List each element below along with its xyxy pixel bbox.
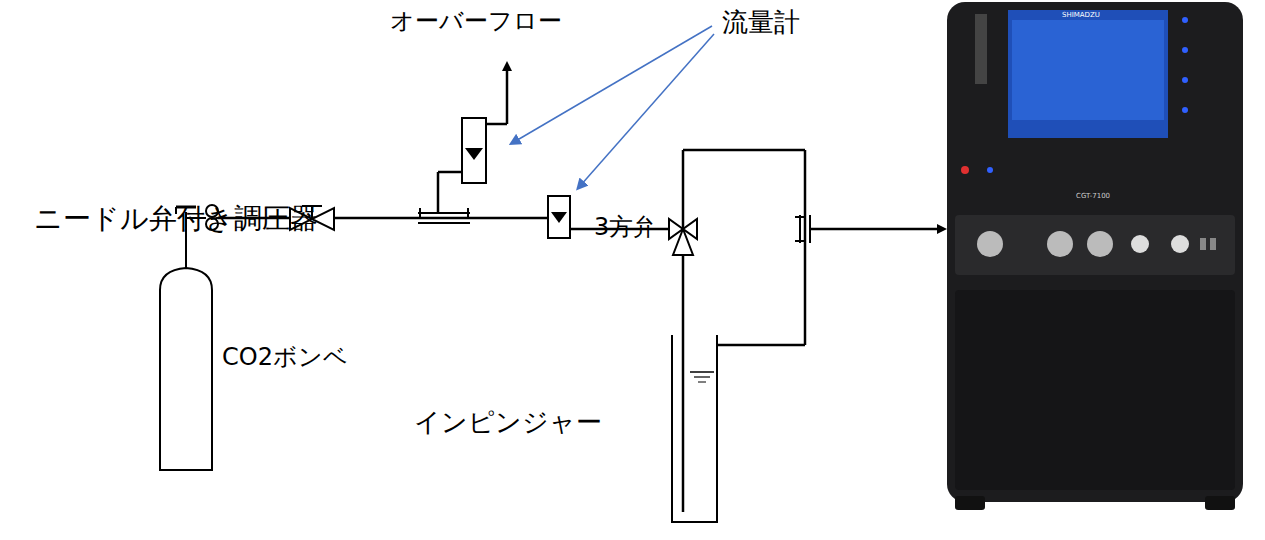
overflow-label: オーバーフロー	[390, 8, 562, 36]
valve-label: 3方弁	[594, 214, 657, 242]
flowmeter-label: 流量計	[722, 8, 800, 38]
brand-label: SHIMADZU	[1062, 11, 1100, 19]
regulator-label: ニードル弁付き調圧器	[34, 203, 318, 235]
model-label: CGT-7100	[1076, 192, 1110, 200]
cylinder-label: CO2ボンベ	[222, 344, 348, 372]
impinger-label: インピンジャー	[414, 408, 602, 438]
